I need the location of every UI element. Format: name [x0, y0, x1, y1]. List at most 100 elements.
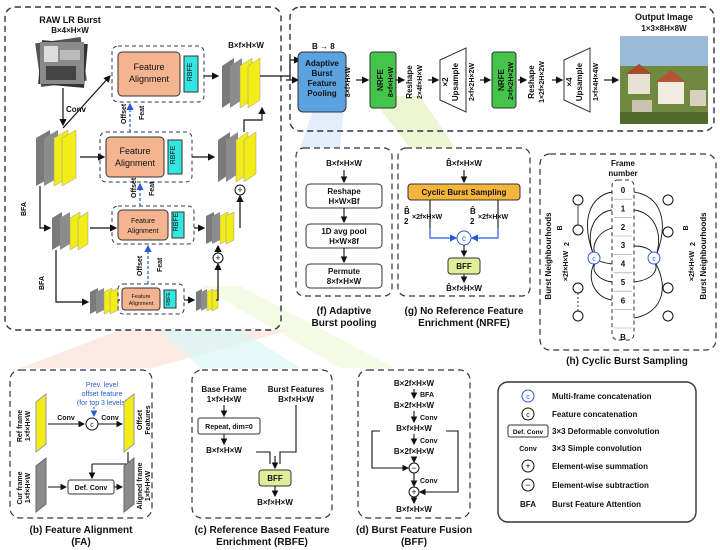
- fa-2-line2: Alignment: [115, 158, 156, 168]
- fa-def-conv: Def. Conv: [75, 485, 108, 492]
- bff-d2: B×f×H×W: [396, 424, 432, 433]
- legend-sum-sign: +: [525, 461, 530, 471]
- abfp-permute-dims: 8×f×H×W: [327, 277, 362, 286]
- up2-dims: 2×f×2H×2W: [469, 63, 476, 101]
- fa-box-2: [105, 136, 165, 178]
- legend-conv-key: Conv: [519, 446, 537, 453]
- nrfe-1-dims: 8×f×H×W: [388, 67, 395, 98]
- legend-feat-concat-c: c: [526, 412, 530, 419]
- up4-dims: 1×f×4H×4W: [593, 63, 600, 101]
- upsample-x4-trapezoid: [563, 47, 591, 113]
- abfp-line1: Adaptive: [305, 59, 339, 68]
- fa-aligned-frame: Aligned frame: [137, 463, 144, 510]
- abfp-line2: Burst: [312, 69, 333, 78]
- fa-cur-frame-slab: [35, 456, 47, 514]
- legend-feat-concat-icon: [521, 407, 535, 421]
- nrfe-right-frac-num: B̂: [470, 207, 476, 216]
- cbs-frame-2: 2: [621, 223, 626, 232]
- bff-conv3: Conv: [420, 478, 438, 485]
- fa-box-top: [117, 51, 181, 97]
- nrfe-left-frac-den: 2: [404, 217, 409, 226]
- cbs-right-dims: ×2f×H×W: [689, 251, 696, 282]
- cbs-frame-1: 1: [621, 204, 626, 213]
- cbs-left-frac-den: 2: [564, 242, 571, 246]
- nrfe-left-frac-num: B̂: [404, 207, 410, 216]
- cbs-label: Cyclic Burst Sampling: [422, 188, 507, 197]
- nrfe-2-label: NRFE: [497, 68, 506, 90]
- output-dims: 1×3×8H×8W: [641, 24, 687, 33]
- cbs-frame-label: Frame: [611, 159, 636, 168]
- nrfe-caption-2: Enrichment (NRFE): [418, 318, 510, 329]
- fa-group-top: [111, 45, 205, 103]
- zoom-bff: [200, 286, 395, 368]
- dims-top: B×f×H×W: [228, 41, 264, 50]
- offset-label-2: Offset: [131, 177, 138, 198]
- fa-prev-2: offset feature: [82, 391, 123, 398]
- nrfe-left-dims: ×2f×H×W: [412, 214, 443, 221]
- input-dims: B×4×H×W: [51, 26, 89, 35]
- legend-sub-icon: [521, 478, 535, 492]
- fa-aligned-dims: 1×f×H×W: [145, 471, 152, 502]
- sum-node-1-sign: +: [237, 185, 242, 195]
- rbfe-4-label: RBFE: [166, 292, 172, 306]
- nrfe-panel-out: B̂×f×H×W: [446, 284, 482, 293]
- feature-stack-3-out: [206, 211, 235, 245]
- nrfe-panel: [397, 147, 531, 297]
- rbfe-box-top: [183, 55, 199, 93]
- output-title: Output Image: [635, 12, 693, 22]
- up4-factor: ×4: [565, 77, 574, 87]
- cbs-frame-8: B: [620, 333, 626, 342]
- rbfe-box-4: [163, 289, 177, 309]
- cbs-right-frac-num: B: [683, 225, 690, 230]
- fa-ref-frame-slab: [35, 392, 47, 454]
- bff-out: B×f×H×W: [396, 505, 432, 514]
- nrfe-2-dims: 2×f×2H×2W: [508, 62, 515, 100]
- cbs-connections: [572, 191, 674, 322]
- legend-bfa-key: BFA: [520, 500, 536, 509]
- zoom-rbfe: [160, 330, 300, 368]
- fa-cur-dims: 1×f×H×W: [25, 473, 32, 504]
- conv-label: Conv: [66, 105, 87, 114]
- fa-ref-dims: 1×f×H×W: [25, 411, 32, 442]
- bff-d1: B×2f×H×W: [394, 401, 435, 410]
- reshape-2-dims: 1×2f×2H×2W: [539, 61, 546, 103]
- fa-3-line1: Feature: [131, 218, 155, 225]
- legend-def-conv: 3×3 Deformable convolution: [552, 427, 659, 436]
- fa-aligned-slab: [123, 456, 135, 514]
- abfp-pool: 1D avg pool: [321, 227, 366, 236]
- input-label: RAW LR Burst: [39, 15, 101, 25]
- legend-multi-concat-icon: [521, 389, 535, 403]
- rbfe-base-dims: 1×f×H×W: [207, 395, 242, 404]
- feature-stack-l2: [52, 211, 89, 251]
- abfp-reshape: Reshape: [327, 187, 361, 196]
- upsample-x2-trapezoid: [439, 47, 467, 113]
- rbfe-top-label: RBFE: [187, 62, 194, 81]
- cbs-frame-4: 4: [621, 260, 626, 269]
- fa-4-line1: Feature: [132, 294, 151, 300]
- cbs-right-axis: Burst Neighbourhoods: [699, 212, 708, 300]
- nrfe-multi-concat-c: c: [462, 234, 466, 243]
- feat-label-3: Feat: [157, 257, 164, 272]
- cbs-number-label: number: [608, 169, 637, 178]
- rbfe-bff-label: BFF: [267, 474, 283, 483]
- rbfe-base: Base Frame: [201, 385, 247, 394]
- reshape-1-label: Reshape: [405, 65, 414, 99]
- bff-conv1: Conv: [420, 415, 438, 422]
- rbfe-caption-1: (c) Reference Based Feature: [194, 525, 329, 536]
- rbfe-panel: [191, 369, 333, 519]
- cbs-frame-column: [611, 179, 635, 341]
- fa-ref-frame: Ref frame: [17, 410, 24, 442]
- nrfe-caption-1: (g) No Reference Feature: [405, 306, 524, 317]
- feature-stack-l3: [90, 287, 119, 315]
- bff-caption-2: (BFF): [401, 537, 427, 548]
- feat-label-2: Feat: [149, 181, 156, 196]
- nrfe-right-dims: ×2f×H×W: [478, 214, 509, 221]
- rbfe-out: B×f×H×W: [257, 498, 293, 507]
- up2-label: Upsample: [451, 62, 460, 101]
- up4-label: Upsample: [575, 62, 584, 101]
- bff-panel: [357, 369, 471, 519]
- legend-multi-concat: Multi-frame concatenation: [552, 392, 652, 401]
- fa-conv-1: Conv: [57, 415, 75, 422]
- feature-stack-l1: [36, 129, 77, 187]
